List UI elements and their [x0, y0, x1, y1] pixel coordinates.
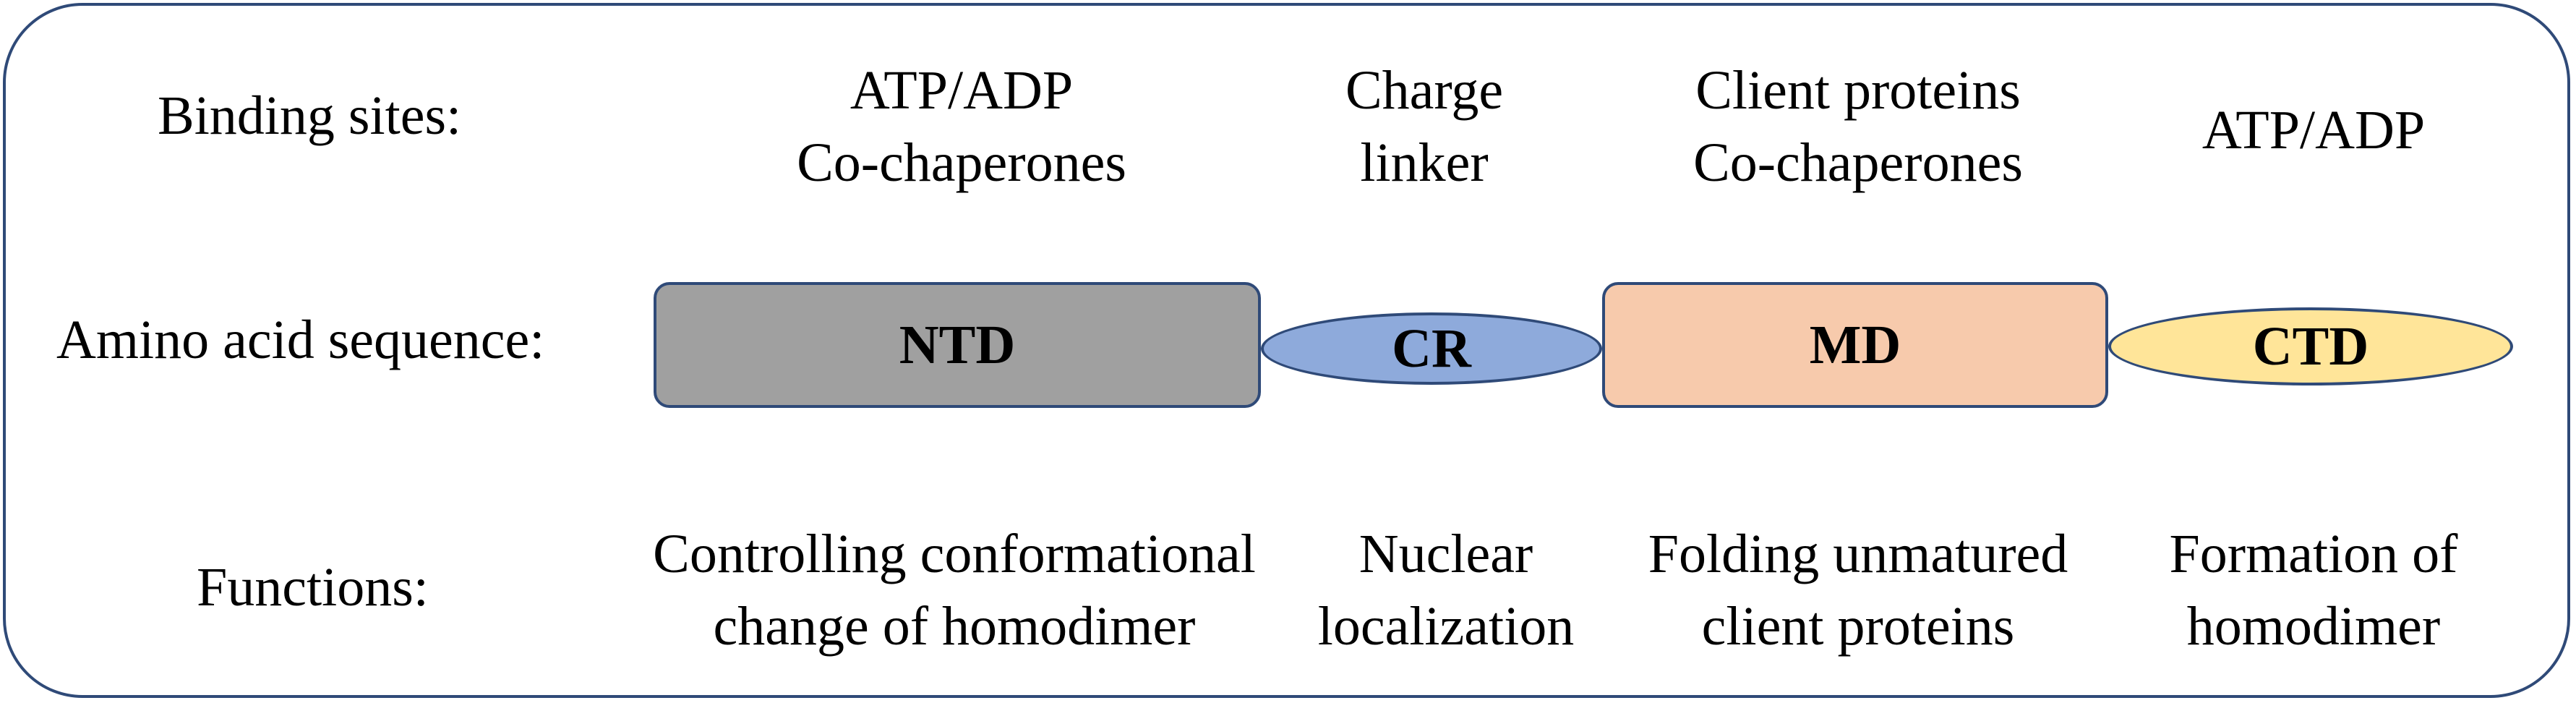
functions-label: Functions: [197, 557, 429, 618]
function-md: Folding unmatured client proteins [1648, 524, 2068, 657]
binding-site-ntd: ATP/ADP Co-chaperones [797, 60, 1126, 193]
binding-site-ctd: ATP/ADP [2201, 100, 2426, 161]
domain-ntd: NTD [654, 282, 1261, 408]
function-ctd: Formation of homodimer [2169, 524, 2458, 657]
function-cr: Nuclear localization [1317, 524, 1575, 657]
domain-ntd-label: NTD [899, 314, 1016, 375]
domain-ctd-label: CTD [2252, 315, 2369, 377]
domain-cr: CR [1261, 312, 1602, 385]
binding-sites-label: Binding sites: [158, 85, 462, 146]
binding-site-cr: Charge linker [1345, 60, 1504, 193]
diagram-frame [3, 3, 2570, 698]
amino-acid-sequence-label: Amino acid sequence: [56, 310, 545, 370]
function-ntd: Controlling conformational change of hom… [653, 524, 1256, 657]
domain-ctd: CTD [2108, 307, 2513, 385]
binding-site-md: Client proteins Co-chaperones [1693, 60, 2023, 193]
domain-md-label: MD [1809, 314, 1901, 375]
domain-cr-label: CR [1392, 318, 1471, 379]
domain-md: MD [1602, 282, 2108, 408]
